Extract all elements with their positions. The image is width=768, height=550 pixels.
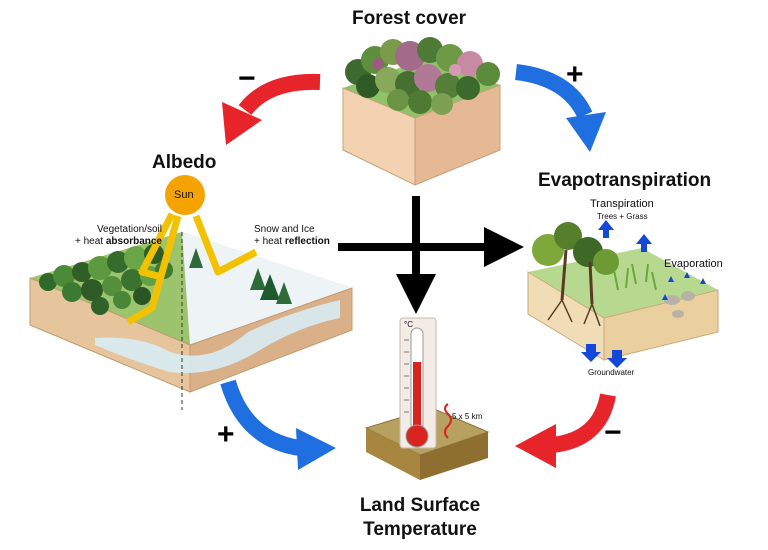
heat-absorbance-text: + heat absorbance: [62, 236, 162, 248]
grid-size-label: 5 x 5 km: [452, 412, 483, 421]
vegetation-absorbance-note: Vegetation/soil + heat absorbance: [62, 224, 162, 248]
heat-prefix-text: + heat: [75, 236, 106, 247]
lst-label-line1: Land Surface: [359, 495, 481, 516]
sign-forest-to-albedo: −: [238, 62, 256, 95]
heat-reflection-text: + heat reflection: [254, 236, 330, 248]
snow-conifers: [189, 248, 292, 304]
albedo-label: Albedo: [152, 152, 217, 173]
evapotranspiration-label: Evapotranspiration: [538, 170, 712, 191]
evaporation-label: Evaporation: [664, 258, 723, 270]
evap-stones: [664, 291, 695, 318]
heat-wave-icon: [444, 403, 452, 439]
groundwater-arrow-icon: [607, 350, 627, 368]
sign-forest-to-evapotranspiration: +: [566, 58, 584, 91]
arrow-albedo-to-lst: [220, 379, 336, 470]
lst-block: [364, 317, 490, 480]
sun-rays: [126, 212, 258, 326]
heat-prefix-text: + heat: [254, 236, 285, 247]
vegetation-soil-text: Vegetation/soil: [96, 224, 162, 235]
temperature-unit-label: °C: [404, 320, 413, 329]
sign-evapotranspiration-to-lst: −: [604, 416, 622, 449]
sun-icon: [165, 175, 205, 215]
groundwater-label: Groundwater: [588, 368, 635, 377]
absorbance-text: absorbance: [105, 236, 162, 247]
land-surface-temperature-label: Land Surface Temperature: [330, 494, 510, 542]
lst-label-line2: Temperature: [363, 519, 477, 540]
transpiration-label: Transpiration: [590, 198, 654, 210]
evap-trees: [532, 222, 619, 327]
arrow-evapotranspiration-to-lst: [515, 393, 616, 468]
snow-ice-text: Snow and Ice: [254, 224, 315, 235]
sign-albedo-to-lst: +: [217, 418, 235, 451]
evapotranspiration-block: [527, 222, 719, 361]
albedo-landscape-block: [29, 232, 353, 410]
central-cross-arrows: [338, 196, 524, 314]
arrow-forest-to-evapotranspiration: [514, 64, 606, 152]
thermometer-icon: [399, 317, 437, 449]
reflection-text: reflection: [284, 236, 330, 247]
forest-cover-label: Forest cover: [352, 8, 467, 29]
evaporation-arrow-icon: [662, 294, 668, 300]
transpiration-arrow-icon: [636, 234, 652, 252]
evaporation-arrow-icon: [684, 272, 690, 278]
snow-reflection-note: Snow and Ice + heat reflection: [254, 224, 330, 248]
transpiration-arrow-icon: [598, 220, 614, 238]
water-flow-arrows: [581, 220, 706, 368]
arrow-forest-to-albedo: [222, 73, 321, 145]
forest-canopy: [345, 37, 500, 115]
evap-grass: [613, 263, 657, 291]
trees-grass-label: Trees + Grass: [597, 212, 648, 221]
forest-cover-block: [342, 37, 501, 186]
sun-label: Sun: [174, 189, 194, 201]
evaporation-arrow-icon: [668, 276, 674, 282]
evaporation-arrow-icon: [700, 278, 706, 284]
groundwater-arrow-icon: [581, 344, 601, 362]
